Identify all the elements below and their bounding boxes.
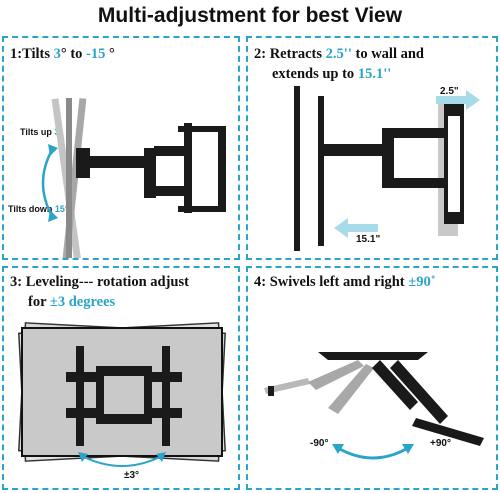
panel-tilt: 1:Tilts 3° to -15 ° Tilts up 3° Tilts do… [2, 36, 240, 260]
swivel-mount-illustration [264, 352, 484, 460]
caption-text: ° to [60, 46, 87, 62]
panel-retract-caption-line2: extends up to 15.1'' [272, 66, 392, 82]
tilts-down-label: Tilts down 15° [8, 204, 69, 214]
panel-swivel-caption: 4: Swivels left amd right ±90˚ [254, 274, 436, 290]
retract-mount-illustration [294, 86, 480, 251]
rotation-label: ±3° [124, 470, 140, 481]
swivel-right-label: +90° [430, 438, 451, 449]
caption-text: 1:Tilts [10, 46, 54, 62]
page-title: Multi-adjustment for best View [97, 4, 403, 27]
tilt-mount-illustration [41, 98, 226, 258]
tilt-down-value: -15 [86, 46, 106, 62]
panel-leveling-caption-line2: for ±3 degrees [28, 294, 116, 310]
panel-leveling: 3: Leveling--- rotation adjust for ±3 de… [2, 266, 240, 490]
panel-swivel: 4: Swivels left amd right ±90˚ -90° +90° [246, 266, 498, 490]
panel-leveling-caption-line1: 3: Leveling--- rotation adjust [10, 274, 189, 290]
extend-distance-label: 15.1" [356, 234, 381, 245]
leveling-mount-illustration [17, 322, 227, 467]
panel-retract-caption-line1: 2: Retracts 2.5'' to wall and [254, 46, 424, 62]
caption-text: ° [105, 46, 115, 62]
swivel-left-label: -90° [310, 438, 329, 449]
panel-retract: 2: Retracts 2.5'' to wall and extends up… [246, 36, 498, 260]
tilt-up-value: 3 [53, 46, 61, 62]
retract-distance-label: 2.5" [440, 86, 459, 97]
panel-tilt-caption: 1:Tilts 3° to -15 ° [10, 44, 115, 64]
